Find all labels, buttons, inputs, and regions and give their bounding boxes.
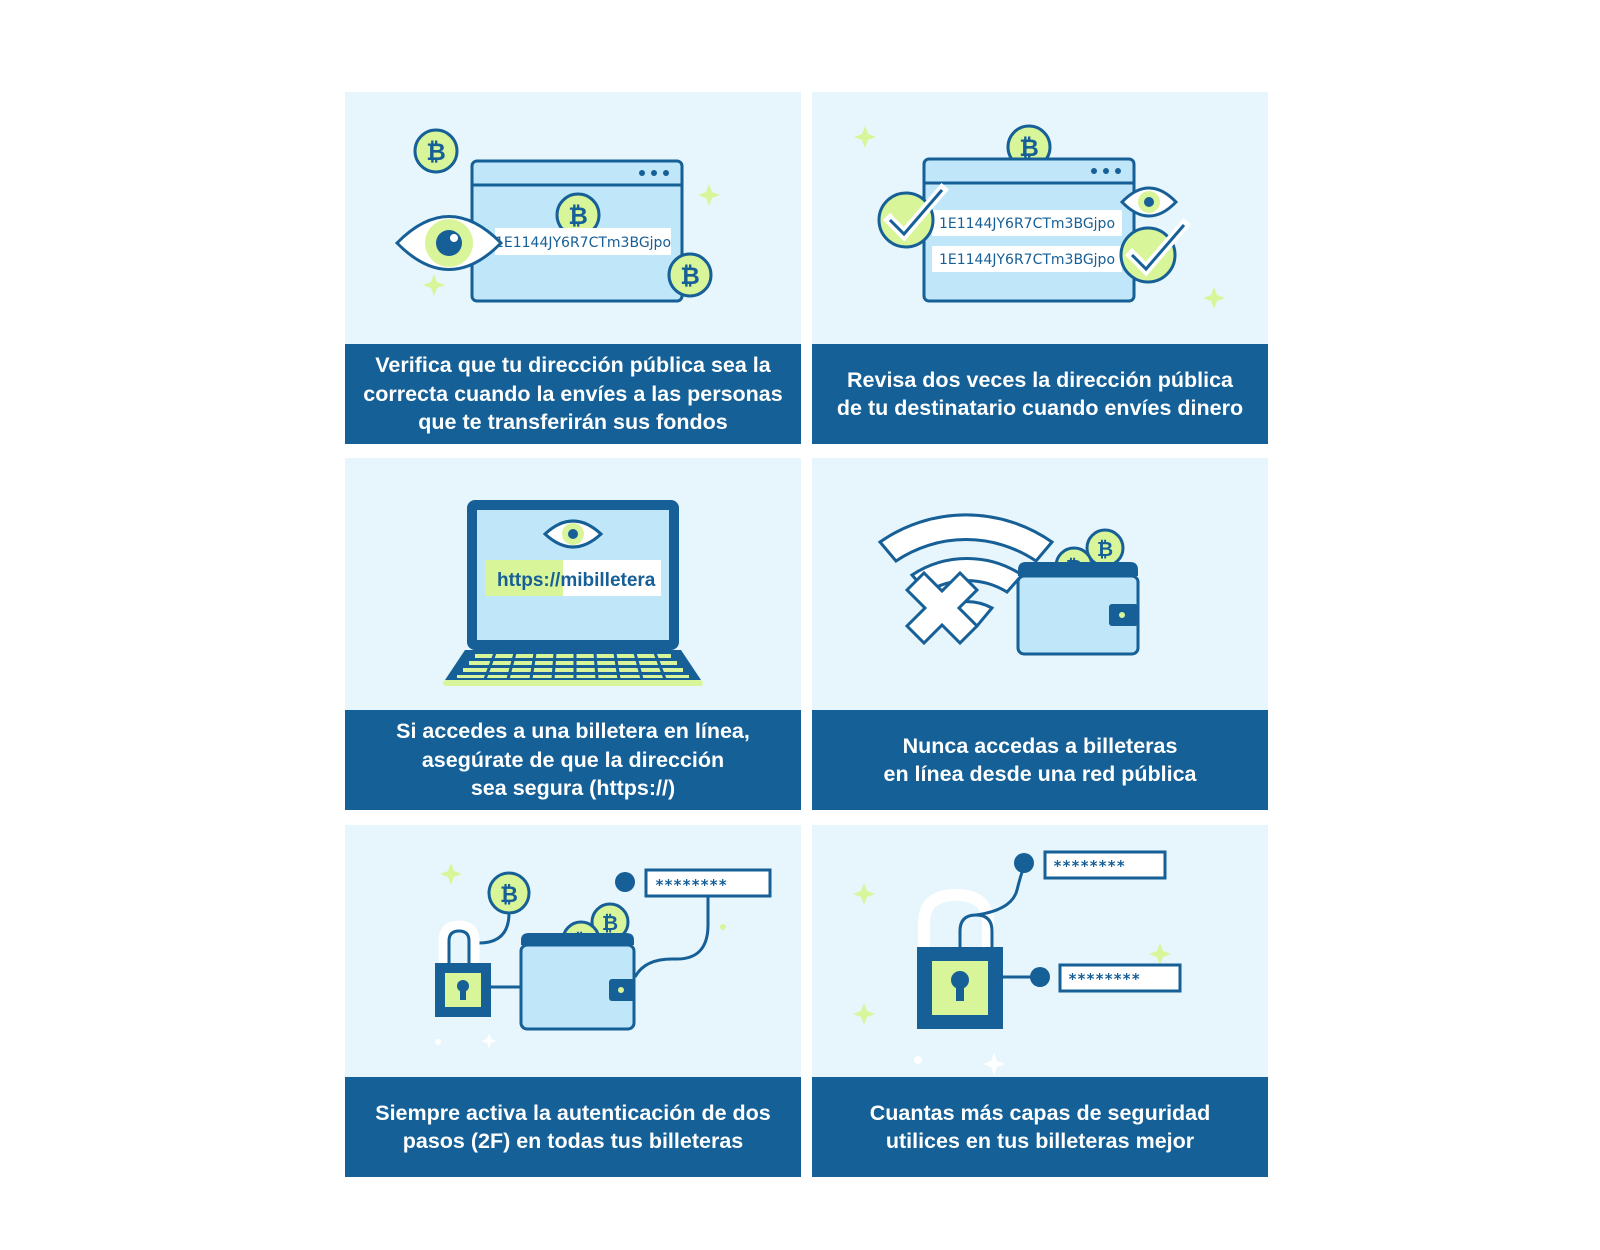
caption-text: Cuantas más capas de seguridad utilices … <box>869 1100 1211 1154</box>
address-field-1 <box>932 210 1122 236</box>
tip-caption: Siempre activa la autenticación de dos p… <box>345 1077 801 1177</box>
sparkle-icon <box>423 184 720 296</box>
close-icon <box>904 570 980 646</box>
lock-icon <box>917 888 1003 1029</box>
wifi-icon <box>877 513 1055 628</box>
tip-caption: Verifica que tu dirección pública sea la… <box>345 344 801 444</box>
password-text-1: ******** <box>1053 857 1125 875</box>
caption-text: Siempre activa la autenticación de dos p… <box>375 1100 771 1154</box>
dot-icon <box>914 1056 922 1064</box>
double-check-illustration: ₿ 1E1144JY6R7CTm3BGjpo 1E1144JY6R7CTm3BG… <box>854 124 1225 309</box>
url-host: mibilletera <box>560 570 655 591</box>
bitcoin-icon: ₿ <box>487 871 531 915</box>
wallet-icon <box>1016 562 1140 656</box>
bitcoin-icon: ₿ <box>667 252 713 298</box>
sparkle-icon <box>854 126 1225 309</box>
tip-caption: Cuantas más capas de seguridad utilices … <box>812 1077 1268 1177</box>
sparkle-icon <box>440 863 497 1049</box>
public-network-illustration: ₿ ₿ <box>877 513 1140 656</box>
eye-icon <box>1119 186 1179 218</box>
tip-panel-public-network: ₿ ₿ Nunca accedas a billeteras en línea … <box>812 458 1268 810</box>
tip-panel-https: https://mibilletera Si accedes a una bil… <box>345 458 801 810</box>
public-address-text-1: 1E1144JY6R7CTm3BGjpo <box>939 216 1115 232</box>
password-text: ******** <box>655 876 727 894</box>
https-laptop-illustration: https://mibilletera <box>443 500 703 686</box>
password-field-1 <box>1043 850 1167 880</box>
tip-panel-verify-address: ₿ ₿ 1E1144JY6R7CTm3BGjpo ₿ Verifica q <box>345 92 801 444</box>
svg-text:₿: ₿ <box>602 911 618 935</box>
connector-dot <box>1014 853 1034 873</box>
eye-icon <box>542 519 604 549</box>
caption-text: Nunca accedas a billeteras en línea desd… <box>883 733 1197 787</box>
svg-text:₿: ₿ <box>1019 134 1039 162</box>
eye-icon <box>394 215 504 271</box>
check-icon <box>877 182 950 249</box>
connector-dot <box>1030 967 1050 987</box>
bitcoin-icon: ₿ <box>555 192 601 238</box>
url-scheme: https:// <box>497 570 561 591</box>
svg-text:₿: ₿ <box>500 883 518 908</box>
two-factor-illustration: ₿ ₿ ₿ ******** <box>435 863 772 1049</box>
tip-panel-two-factor: ₿ ₿ ₿ ******** Siemp <box>345 825 801 1177</box>
caption-text: Verifica que tu dirección pública sea la… <box>363 353 783 435</box>
password-text-2: ******** <box>1068 970 1140 988</box>
public-address-text: 1E1144JY6R7CTm3BGjpo <box>495 235 671 251</box>
dot-icon <box>435 1039 441 1045</box>
password-field-2 <box>1058 963 1182 993</box>
wallet-icon <box>519 933 636 1031</box>
tip-panel-double-check: ₿ 1E1144JY6R7CTm3BGjpo 1E1144JY6R7CTm3BG… <box>812 92 1268 444</box>
svg-text:₿: ₿ <box>568 202 588 230</box>
address-field-2 <box>932 246 1122 272</box>
verify-address-illustration: ₿ ₿ 1E1144JY6R7CTm3BGjpo ₿ <box>394 128 720 303</box>
svg-text:₿: ₿ <box>426 138 446 166</box>
check-icon <box>1119 217 1192 284</box>
sparkle-icon <box>853 883 1171 1075</box>
password-field <box>644 868 772 898</box>
url-bar-text: https://mibilletera <box>497 570 656 591</box>
security-layers-illustration: ******** ******** <box>853 850 1182 1075</box>
tip-caption: Nunca accedas a billeteras en línea desd… <box>812 710 1268 810</box>
tip-caption: Revisa dos veces la dirección pública de… <box>812 344 1268 444</box>
dot-icon <box>720 924 726 930</box>
bitcoin-icon: ₿ <box>413 128 459 174</box>
caption-text: Revisa dos veces la dirección pública de… <box>836 367 1244 421</box>
connector-dot <box>615 872 635 892</box>
address-field <box>495 228 671 255</box>
public-address-text-2: 1E1144JY6R7CTm3BGjpo <box>939 252 1115 268</box>
tip-panel-security-layers: ******** ******** Cuantas más capas de s… <box>812 825 1268 1177</box>
svg-text:₿: ₿ <box>680 262 700 290</box>
caption-text: Si accedes a una billetera en línea, ase… <box>396 719 750 801</box>
svg-text:₿: ₿ <box>1097 537 1113 561</box>
tip-caption: Si accedes a una billetera en línea, ase… <box>345 710 801 810</box>
lock-icon <box>435 920 491 1017</box>
